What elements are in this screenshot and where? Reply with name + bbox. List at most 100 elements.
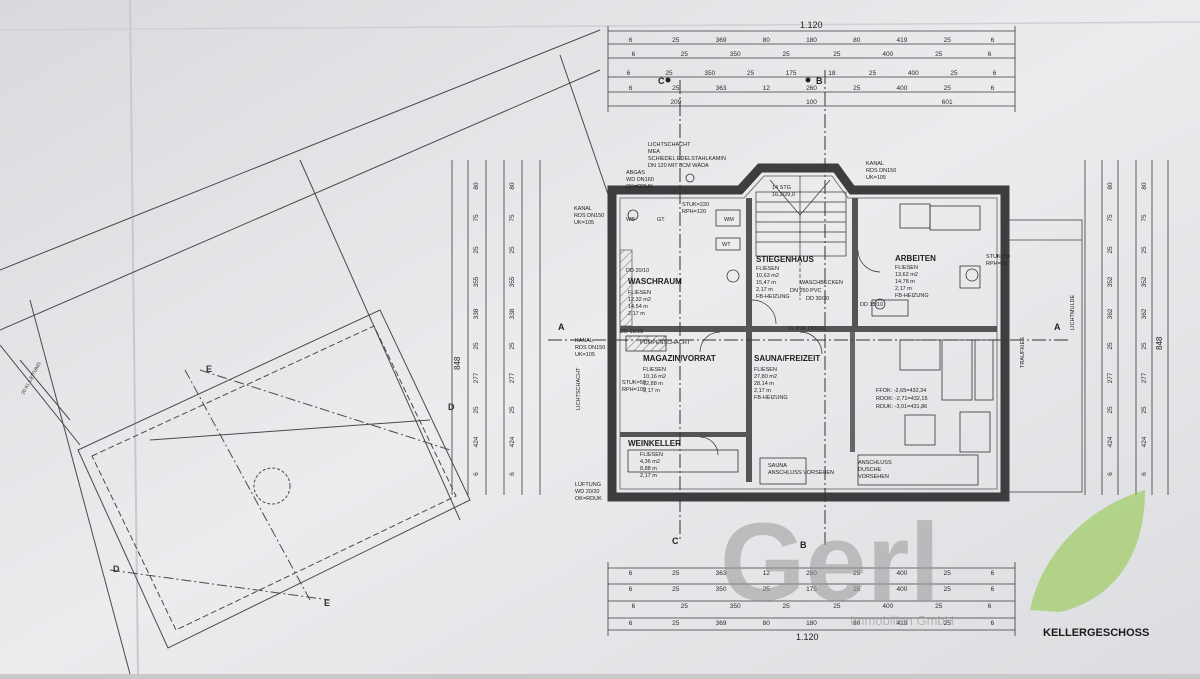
section-marker-c: C <box>672 536 679 546</box>
dimension-value: 25 <box>935 603 943 610</box>
dimension-value: 25 <box>473 342 480 350</box>
svg-text:2,17 m: 2,17 m <box>628 311 645 317</box>
note: WD 20/20 <box>575 489 599 495</box>
room-name: MAGAZIN/VORRAT <box>643 354 716 363</box>
overall-width-top: 1.120 <box>800 20 823 30</box>
dimension-value: 175 <box>806 586 817 593</box>
dimension-value: 75 <box>473 214 480 222</box>
dimension-value: 338 <box>473 308 480 319</box>
note: STUK=50 <box>622 380 646 386</box>
note: ABGAS <box>626 170 645 176</box>
interior-wall <box>620 326 997 332</box>
dimension-value: 280 <box>806 570 817 577</box>
leaf-icon <box>1030 490 1145 612</box>
note: STUK=220 <box>682 202 709 208</box>
dimension-value: 400 <box>896 85 907 92</box>
svg-text:28,14 m: 28,14 m <box>754 381 774 387</box>
dimension-value: 25 <box>509 406 516 414</box>
dimension-value: 362 <box>1141 308 1148 319</box>
note: LICHTSCHACHT <box>576 367 582 410</box>
dimension-lines-top <box>607 26 1016 112</box>
dimension-value: 18 <box>828 70 836 77</box>
svg-text:8,88 m: 8,88 m <box>640 466 657 472</box>
drawing-title: KELLERGESCHOSS <box>1043 627 1149 639</box>
svg-text:14,54 m: 14,54 m <box>628 304 648 310</box>
dimension-value: 6 <box>627 70 631 77</box>
note: RDOK: -2,71=432,15 <box>876 396 928 402</box>
dimension-value: 6 <box>473 472 480 476</box>
svg-text:FLIESEN: FLIESEN <box>754 367 777 373</box>
svg-text:10,16 m2: 10,16 m2 <box>643 374 666 380</box>
room-magazin: MAGAZIN/VORRAT FLIESEN 10,16 m2 12,88 m … <box>643 354 716 394</box>
note: WASCHBECKEN <box>800 280 843 286</box>
section-marker-c: C <box>658 76 665 86</box>
dimension-value: 363 <box>716 570 727 577</box>
dimension-value: 25 <box>944 85 952 92</box>
note: RDS DN150 <box>574 213 604 219</box>
note: ANSCHLUSS <box>858 460 892 466</box>
svg-text:12,32 m2: 12,32 m2 <box>628 297 651 303</box>
interior-wall <box>746 332 752 482</box>
note: OK=RDUK <box>575 496 602 502</box>
svg-text:FB-HEIZUNG: FB-HEIZUNG <box>754 395 788 401</box>
dimension-value: 80 <box>1107 182 1114 190</box>
dimension-value: 277 <box>509 372 516 383</box>
dimension-value: 25 <box>1141 342 1148 350</box>
dimension-value: 25 <box>747 70 755 77</box>
interior-wall <box>620 432 746 437</box>
outer-wall <box>607 163 1010 502</box>
note: GT <box>657 217 665 223</box>
dimension-value: 6 <box>629 37 633 44</box>
dimension-value: 419 <box>896 37 907 44</box>
note: DD 30/30 <box>806 296 829 302</box>
dimension-value: 180 <box>806 620 817 627</box>
dimension-value: 25 <box>672 85 680 92</box>
note: DUSCHE <box>858 467 882 473</box>
dimension-value: 260 <box>806 85 817 92</box>
dimension-value: 80 <box>853 37 861 44</box>
dimension-value: 25 <box>681 51 689 58</box>
dimension-value: 6 <box>629 570 633 577</box>
section-label-d: D <box>448 402 455 412</box>
note: DN 250 PVC <box>790 288 822 294</box>
note: SCHIEDEL EDELSTAHLKAMIN <box>648 156 726 162</box>
dimension-value: 338 <box>509 308 516 319</box>
note: DD 15/10 <box>860 302 883 308</box>
dimension-text-left: 8075253553382527725424680752535533825277… <box>473 182 516 476</box>
section-label-e: E <box>324 598 330 608</box>
svg-text:4,36 m2: 4,36 m2 <box>640 459 660 465</box>
dimension-value: 6 <box>991 586 995 593</box>
dimension-value: 25 <box>1107 246 1114 254</box>
dimension-value: 25 <box>1141 246 1148 254</box>
svg-text:FB-HEIZUNG: FB-HEIZUNG <box>756 294 790 300</box>
dimension-value: 80 <box>853 620 861 627</box>
section-marker-a: A <box>558 322 565 332</box>
note: RDUK: -3,01=431,86 <box>876 404 927 410</box>
dimension-value: 75 <box>1141 214 1148 222</box>
note: RDS DN150 <box>866 168 896 174</box>
dimension-value: 6 <box>988 51 992 58</box>
note: KANAL <box>574 206 592 212</box>
svg-text:FB-HEIZUNG: FB-HEIZUNG <box>895 293 929 299</box>
note: WT <box>722 242 731 248</box>
interior-wall <box>852 198 858 326</box>
dimension-value: 363 <box>716 85 727 92</box>
dimension-value: 25 <box>950 70 958 77</box>
note: LICHTMULDE <box>1070 295 1076 330</box>
interior-wall <box>850 332 855 452</box>
note: RDS DN150 <box>575 345 605 351</box>
dimension-value: 277 <box>1107 372 1114 383</box>
dimension-value: 80 <box>763 37 771 44</box>
note: TRAUFKIES <box>1020 337 1026 368</box>
dimension-value: 424 <box>509 436 516 447</box>
dimension-value: 25 <box>672 570 680 577</box>
dimension-lines-bottom <box>607 562 1016 636</box>
dimension-value: 25 <box>763 586 771 593</box>
dimension-value: 277 <box>1141 372 1148 383</box>
dimension-value: 6 <box>629 586 633 593</box>
dimension-value: 424 <box>1107 436 1114 447</box>
note: WD DN160 <box>626 177 654 183</box>
